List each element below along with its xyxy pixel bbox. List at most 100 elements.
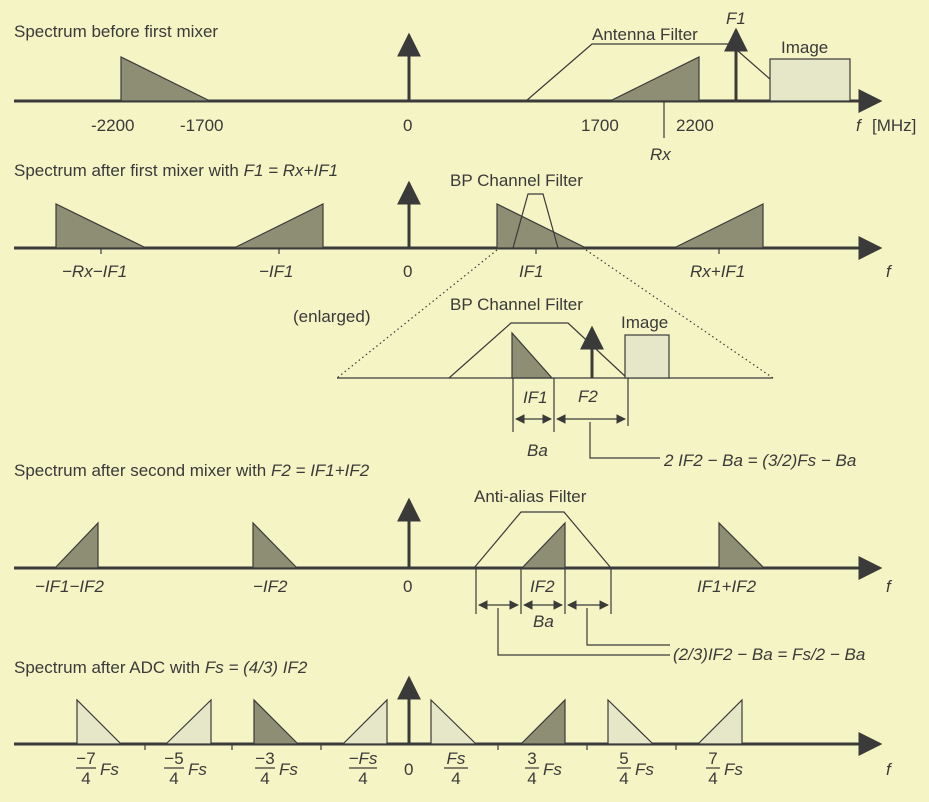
svg-text:Fs: Fs	[635, 760, 654, 779]
alias-spectrum	[164, 698, 212, 745]
f1-label: F1	[726, 9, 746, 28]
tick-rx-if1: Rx+IF1	[690, 262, 745, 281]
ba-label-1: Ba	[527, 441, 548, 460]
alias-spectrum	[607, 698, 655, 745]
bp-filter-label: BP Channel Filter	[450, 171, 583, 190]
panel1-image-label: Image	[781, 38, 828, 57]
enlarged-inset: (enlarged) BP Channel Filter Image IF1 F…	[293, 249, 856, 470]
svg-text:4: 4	[527, 769, 536, 788]
tick-neg-if2: −IF2	[253, 577, 288, 596]
panel3-spec-c	[520, 521, 566, 569]
svg-text:Fs: Fs	[279, 760, 298, 779]
panel3-spec-a	[53, 521, 99, 569]
formula-leader-right	[586, 608, 670, 646]
enlarged-bp-filter-label: BP Channel Filter	[450, 295, 583, 314]
svg-text:Fs: Fs	[447, 749, 466, 768]
desired-spectrum	[253, 698, 300, 745]
svg-text:−5: −5	[164, 749, 183, 768]
panel2-spec-b	[233, 203, 324, 249]
svg-text:4: 4	[358, 769, 367, 788]
tick-zero-3: 0	[403, 577, 412, 596]
tick-neg5-4-fs: −5 4 Fs	[164, 749, 207, 788]
svg-text:−3: −3	[255, 749, 274, 768]
bp-channel-filter-shape	[512, 193, 559, 249]
svg-text:5: 5	[619, 749, 628, 768]
tick-neg3-4-fs: −3 4 Fs	[255, 749, 298, 788]
alias-spectrum	[76, 698, 123, 745]
axis-var-2: f	[886, 262, 893, 281]
formula-leader	[589, 422, 660, 459]
panel1-image-band	[769, 58, 851, 102]
enlarged-desired-spectrum	[511, 331, 554, 379]
tick-neg2200: -2200	[91, 116, 134, 135]
svg-text:Fs: Fs	[100, 760, 119, 779]
enlarged-image-label: Image	[621, 313, 668, 332]
panel1-title: Spectrum before first mixer	[14, 22, 218, 41]
panel-after-adc: Spectrum after ADC with Fs = (4/3) IF2 −…	[14, 658, 893, 788]
svg-text:Fs: Fs	[543, 760, 562, 779]
panel4-title: Spectrum after ADC with Fs = (4/3) IF2	[14, 658, 308, 677]
panel2-spec-c	[496, 203, 587, 249]
panel3-formula: (2/3)IF2 − Ba = Fs/2 − Ba	[673, 645, 865, 664]
tick-if1-if2: IF1+IF2	[697, 577, 757, 596]
panel3-title: Spectrum after second mixer with F2 = IF…	[14, 461, 370, 480]
tick-neg1700: -1700	[180, 116, 223, 135]
panel-after-second-mixer: Spectrum after second mixer with F2 = IF…	[14, 461, 893, 664]
tick-2200: 2200	[676, 116, 714, 135]
ba-label-2: Ba	[533, 612, 554, 631]
axis-var-1: f	[856, 116, 863, 135]
panel3-spec-d	[718, 521, 766, 569]
svg-text:4: 4	[169, 769, 178, 788]
panel2-spec-d	[673, 203, 764, 249]
svg-text:4: 4	[81, 769, 90, 788]
tick-zero-2: 0	[403, 262, 412, 281]
svg-text:−7: −7	[76, 749, 95, 768]
svg-text:7: 7	[708, 749, 717, 768]
enlarged-label: (enlarged)	[293, 307, 371, 326]
desired-spectrum	[519, 698, 566, 745]
tick-neg-if1-if2: −IF1−IF2	[35, 577, 105, 596]
anti-alias-filter-shape	[473, 511, 612, 569]
svg-text:4: 4	[260, 769, 269, 788]
formula-leader-left	[497, 608, 670, 656]
panel2-title: Spectrum after first mixer with F1 = Rx+…	[14, 161, 338, 180]
tick-if2: IF2	[530, 577, 555, 596]
enlarged-if1-label: IF1	[523, 388, 548, 407]
enlarged-image-band	[624, 334, 670, 379]
tick-zero-4: 0	[404, 760, 413, 779]
tick-neg-if1: −IF1	[259, 262, 294, 281]
tick-if1: IF1	[519, 262, 544, 281]
panel-before-first-mixer: Spectrum before first mixer Antenna Filt…	[14, 9, 916, 164]
tick-neg7-4-fs: −7 4 Fs	[76, 749, 119, 788]
rx-label: Rx	[650, 145, 671, 164]
anti-alias-label: Anti-alias Filter	[474, 487, 587, 506]
svg-text:4: 4	[619, 769, 628, 788]
panel1-neg-spectrum	[120, 56, 211, 102]
panel1-pos-spectrum	[609, 56, 700, 102]
tick-neg-rx-if1: −Rx−IF1	[62, 262, 127, 281]
panel2-spec-a	[55, 203, 147, 249]
svg-text:Fs: Fs	[724, 760, 743, 779]
axis-var-3: f	[886, 577, 893, 596]
panel-after-first-mixer: Spectrum after first mixer with F1 = Rx+…	[14, 161, 893, 281]
axis-var-4: f	[886, 760, 893, 779]
tick-3-4-fs: 3 4 Fs	[525, 749, 562, 788]
svg-text:Fs: Fs	[188, 760, 207, 779]
enlarged-bp-filter-shape	[448, 322, 628, 379]
svg-text:4: 4	[451, 769, 460, 788]
zoom-line-right	[585, 249, 774, 379]
svg-text:−Fs: −Fs	[349, 749, 378, 768]
f2-label: F2	[578, 387, 598, 406]
svg-text:4: 4	[708, 769, 717, 788]
alias-spectrum	[430, 698, 478, 745]
enlarged-formula: 2 IF2 − Ba = (3/2)Fs − Ba	[663, 451, 856, 470]
tick-5-4-fs: 5 4 Fs	[617, 749, 654, 788]
alias-spectrum	[341, 698, 388, 745]
alias-spectrum	[696, 698, 743, 745]
tick-1700: 1700	[581, 116, 619, 135]
antenna-filter-label: Antenna Filter	[592, 25, 698, 44]
tick-neg-fs-4: −Fs 4	[349, 749, 378, 788]
tick-zero-1: 0	[403, 116, 412, 135]
tick-7-4-fs: 7 4 Fs	[706, 749, 743, 788]
